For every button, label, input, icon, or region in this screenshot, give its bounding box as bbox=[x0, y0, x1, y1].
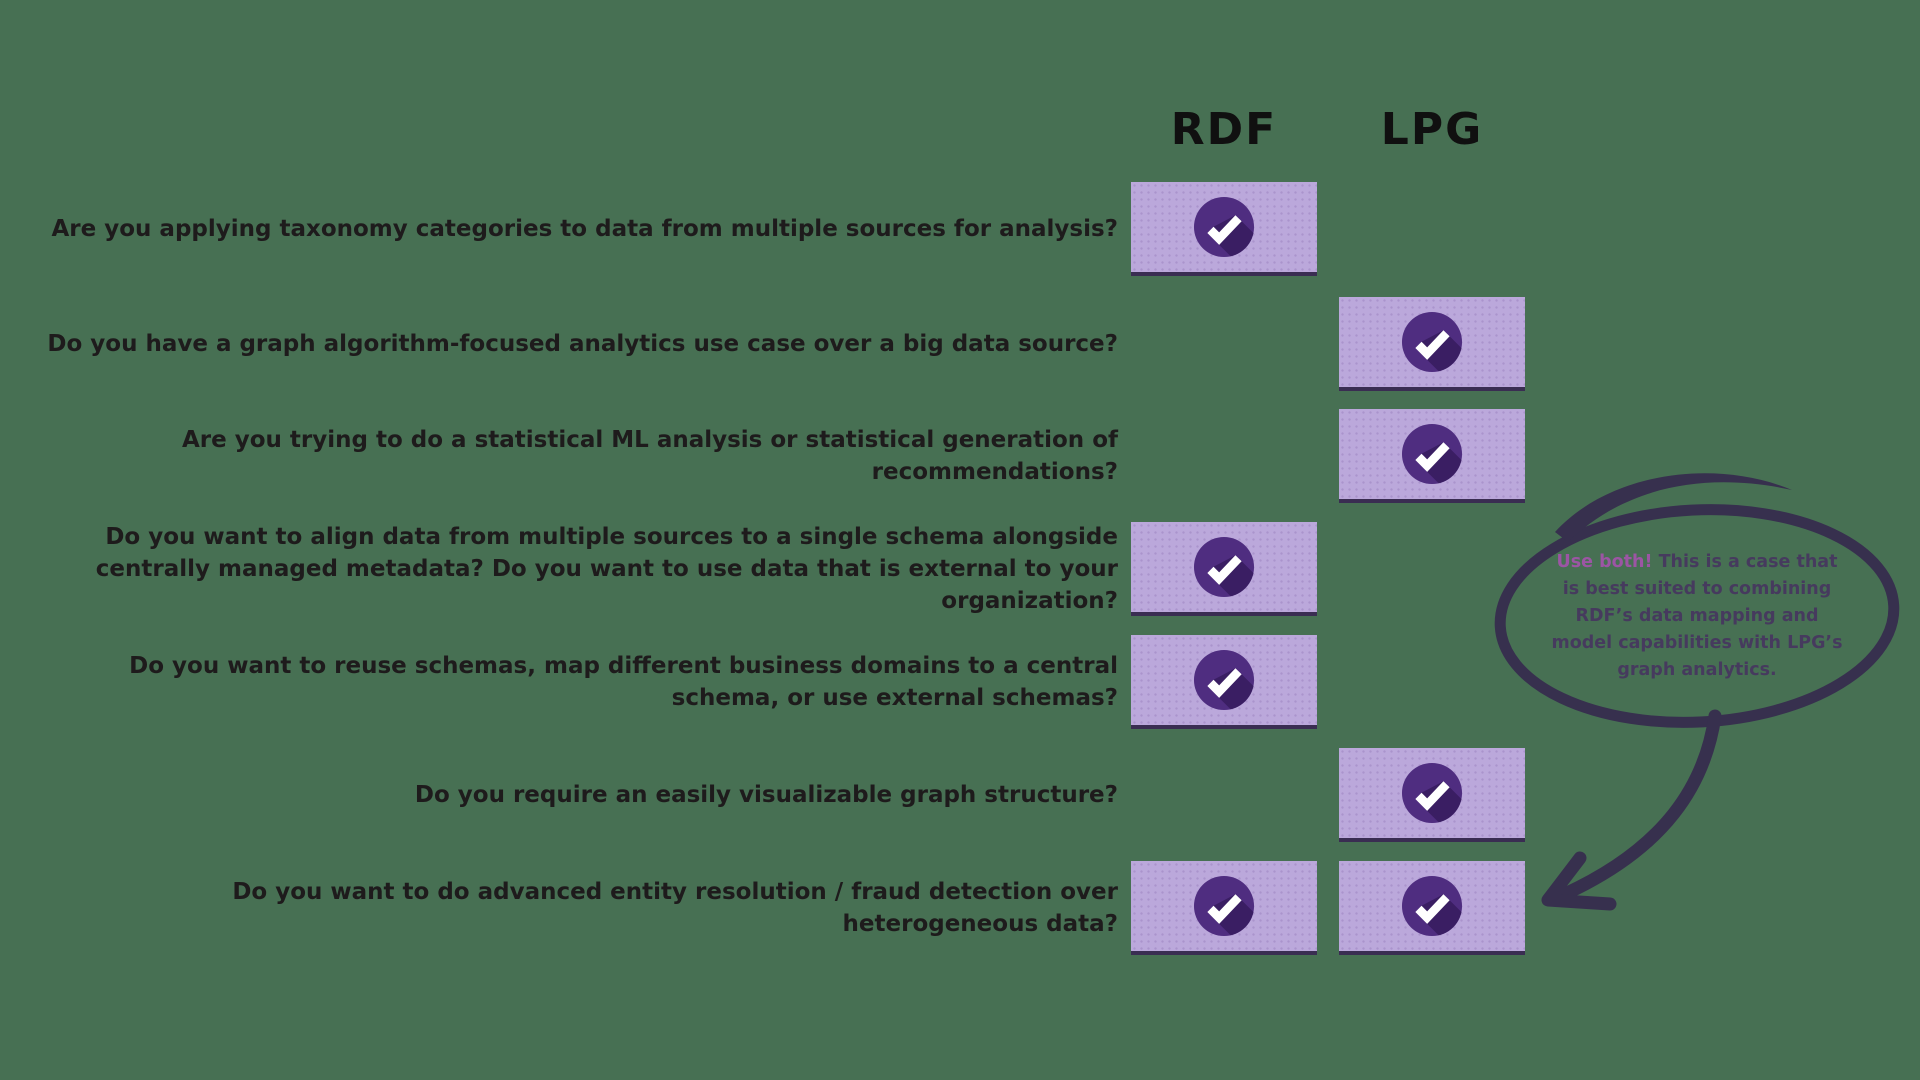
rdf-check-cell bbox=[1131, 635, 1317, 729]
question-text: Do you require an easily visualizable gr… bbox=[414, 782, 1118, 808]
question-text: Do you have a graph algorithm-focused an… bbox=[47, 331, 1118, 357]
annotation-line: RDF’s data mapping and bbox=[1575, 606, 1819, 626]
question-row: Do you require an easily visualizable gr… bbox=[0, 748, 1920, 842]
arrowhead-icon bbox=[1541, 851, 1617, 911]
question-text: Do you want to do advanced entity resolu… bbox=[232, 879, 1118, 937]
lpg-check-cell bbox=[1339, 409, 1525, 503]
question-row: Do you have a graph algorithm-focused an… bbox=[0, 297, 1920, 391]
annotation-line: graph analytics. bbox=[1617, 660, 1777, 680]
check-icon bbox=[1401, 875, 1463, 937]
question-text: Do you want to align data from multiple … bbox=[95, 524, 1118, 614]
annotation-line: model capabilities with LPG’s bbox=[1551, 633, 1843, 653]
check-icon bbox=[1193, 536, 1255, 598]
question-row: Do you want to align data from multiple … bbox=[0, 522, 1920, 616]
rdf-check-cell bbox=[1131, 522, 1317, 616]
lpg-check-cell bbox=[1339, 748, 1525, 842]
question-text: Are you trying to do a statistical ML an… bbox=[181, 427, 1118, 485]
check-icon bbox=[1401, 762, 1463, 824]
lpg-check-cell bbox=[1339, 861, 1525, 955]
question-row: Do you want to reuse schemas, map differ… bbox=[0, 635, 1920, 729]
annotation-line: Use both! This is a case that bbox=[1556, 552, 1838, 572]
check-icon bbox=[1193, 649, 1255, 711]
question-row: Are you applying taxonomy categories to … bbox=[0, 182, 1920, 276]
annotation-bubble bbox=[1494, 473, 1900, 911]
question-text: Are you applying taxonomy categories to … bbox=[51, 216, 1119, 242]
annotation-text: Use both! This is a case that is best su… bbox=[1537, 549, 1857, 684]
question-row: Do you want to do advanced entity resolu… bbox=[0, 861, 1920, 955]
rdf-check-cell bbox=[1131, 861, 1317, 955]
check-icon bbox=[1193, 875, 1255, 937]
question-row: Are you trying to do a statistical ML an… bbox=[0, 409, 1920, 503]
check-icon bbox=[1193, 196, 1255, 258]
annotation-line: is best suited to combining bbox=[1562, 579, 1832, 599]
lpg-check-cell bbox=[1339, 297, 1525, 391]
check-icon bbox=[1401, 423, 1463, 485]
bubble-outline bbox=[1494, 504, 1900, 728]
rdf-check-cell bbox=[1131, 182, 1317, 276]
annotation-highlight: Use both! bbox=[1556, 552, 1653, 572]
arrow-to-lpg bbox=[1558, 709, 1722, 901]
question-text: Do you want to reuse schemas, map differ… bbox=[129, 653, 1118, 711]
bubble-flourish bbox=[1555, 473, 1792, 542]
column-header-lpg: LPG bbox=[1380, 104, 1484, 155]
column-header-rdf: RDF bbox=[1170, 104, 1278, 155]
check-icon bbox=[1401, 311, 1463, 373]
